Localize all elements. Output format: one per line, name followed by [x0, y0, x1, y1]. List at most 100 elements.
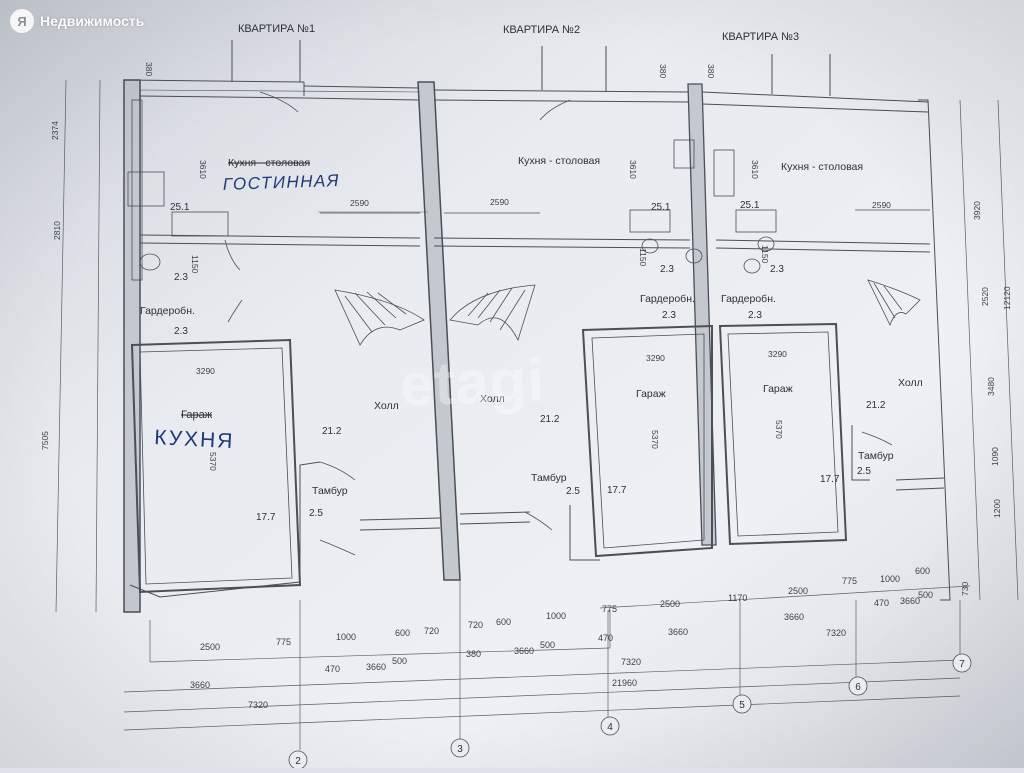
room-handwritten-living: ГОСТИННАЯ [222, 171, 340, 194]
dim-3610-3: 3610 [750, 160, 760, 179]
bdim-600-1: 600 [395, 628, 410, 638]
room-labels: Кухня - столовая ГОСТИННАЯ Кухня - столо… [140, 155, 923, 497]
room-kitchen-crossed: Кухня - столовая [228, 157, 310, 169]
brand[interactable]: Я Недвижимость [10, 9, 144, 33]
dim-3290-2: 3290 [646, 353, 665, 363]
area-wardrobe-1: 2.3 [174, 326, 188, 337]
dim-1150-3: 1150 [760, 245, 770, 264]
bdim-775-3: 775 [842, 576, 857, 586]
dim-3290-1: 3290 [196, 366, 215, 376]
room-wardrobe-2: Гардеробн. [640, 293, 695, 305]
bdim-500-3: 500 [918, 590, 933, 600]
room-garage-crossed: Гараж [181, 409, 213, 421]
dim-1150-2: 1150 [638, 248, 648, 267]
axis-label-7: 7 [959, 659, 965, 670]
bdim-2500-2: 2500 [660, 599, 680, 609]
axis-circle-3 [450, 738, 470, 758]
watermark: etagi [398, 346, 547, 419]
bdim-720-2: 720 [468, 620, 483, 630]
area-garage-2: 17.7 [607, 485, 627, 496]
area-hall-3: 21.2 [866, 400, 886, 411]
area-vestibule-1: 2.5 [309, 508, 323, 519]
area-hall-1: 21.2 [322, 426, 342, 437]
rdim-3920: 3920 [972, 201, 982, 220]
room-vestibule-1: Тамбур [312, 485, 348, 497]
bdim-1000-1: 1000 [336, 632, 356, 642]
room-kitchen-2: Кухня - столовая [518, 155, 600, 167]
rdim-2520: 2520 [980, 287, 990, 306]
dim-380-2: 380 [658, 64, 668, 78]
bdim-1000-2: 1000 [546, 611, 566, 621]
axis-label-4: 4 [607, 722, 613, 733]
dim-380-3: 380 [706, 64, 716, 78]
bdim-470-1: 470 [325, 664, 340, 674]
dim-1150-1: 1150 [190, 255, 200, 274]
bdim-3660-3: 3660 [668, 627, 688, 637]
axis-label-3: 3 [457, 744, 463, 755]
ldim-2374: 2374 [50, 121, 60, 140]
area-values: 25.1 25.1 25.1 2.3 2.3 2.3 2.3 2.3 2.3 1… [170, 200, 886, 523]
ldim-2810: 2810 [52, 221, 62, 240]
bdim-3660-5: 3660 [900, 596, 920, 606]
area-bath-1: 2.3 [174, 272, 188, 283]
area-garage-1: 17.7 [256, 512, 276, 523]
area-wardrobe-2: 2.3 [662, 310, 676, 321]
axis-circle-6 [848, 676, 868, 696]
room-kitchen-3: Кухня - столовая [781, 161, 863, 173]
rdim-1090: 1090 [990, 447, 1000, 466]
bdim-500-1: 500 [392, 656, 407, 666]
bdim-1000-3: 1000 [880, 574, 900, 584]
ldim-7505: 7505 [40, 431, 50, 450]
area-hall-2: 21.2 [540, 414, 560, 425]
dim-3290-3: 3290 [768, 349, 787, 359]
dim-5370-2: 5370 [650, 430, 660, 449]
axis-circle-7 [952, 653, 972, 673]
area-kitchen-1: 25.1 [170, 202, 190, 213]
bdim-3660-4: 3660 [784, 612, 804, 622]
axis-circle-5 [732, 694, 752, 714]
room-handwritten-kitchen: КУХНЯ [154, 426, 235, 453]
apartment-1-label: КВАРТИРА №1 [238, 23, 315, 35]
dim-5370-1: 5370 [208, 452, 218, 471]
rdim-3660: 3660 [190, 680, 210, 690]
apartment-2-label: КВАРТИРА №2 [503, 24, 580, 36]
bdim-470-2: 470 [598, 633, 613, 643]
room-garage-2: Гараж [636, 388, 666, 400]
axis-circle-4 [600, 716, 620, 736]
area-vestibule-3: 2.5 [857, 466, 871, 477]
bdim-600-3: 600 [915, 566, 930, 576]
dim-3610-1: 3610 [198, 160, 208, 179]
dim-2590-1: 2590 [350, 198, 369, 208]
room-hall-1: Холл [374, 400, 399, 412]
room-wardrobe-1: Гардеробн. [140, 305, 195, 317]
bdim-720-1: 720 [424, 626, 439, 636]
yandex-logo-icon: Я [10, 9, 34, 33]
area-garage-3: 17.7 [820, 474, 840, 485]
axis-markers [288, 653, 972, 770]
axis-label-5: 5 [739, 700, 745, 711]
bdim-775-1: 775 [276, 637, 291, 647]
dim-2590-2: 2590 [490, 197, 509, 207]
area-kitchen-2: 25.1 [651, 202, 671, 213]
axis-label-6: 6 [855, 682, 861, 693]
brand-name: Недвижимость [40, 13, 145, 29]
room-wardrobe-3: Гардеробн. [721, 293, 776, 305]
bdim-500-2: 500 [540, 640, 555, 650]
bdim-600-2: 600 [496, 617, 511, 627]
bdim-2500-1: 2500 [200, 642, 220, 652]
area-kitchen-3: 25.1 [740, 200, 760, 211]
side-dimensions: 2374 2810 7505 3920 12120 2520 3480 1090… [40, 121, 1012, 596]
bdim-775-2: 775 [602, 604, 617, 614]
rdim-7320-2: 7320 [621, 657, 641, 667]
dim-380-1: 380 [144, 62, 154, 76]
dim-5370-3: 5370 [774, 420, 784, 439]
rdim-7320-1: 7320 [248, 700, 268, 710]
room-hall-2: Холл [480, 393, 505, 405]
axis-label-2: 2 [295, 756, 301, 767]
area-wardrobe-3: 2.3 [748, 310, 762, 321]
axis-labels: 2 3 4 5 6 7 [295, 659, 965, 767]
area-bath-2: 2.3 [660, 264, 674, 275]
apartment-labels: КВАРТИРА №1 КВАРТИРА №2 КВАРТИРА №3 [238, 23, 799, 43]
